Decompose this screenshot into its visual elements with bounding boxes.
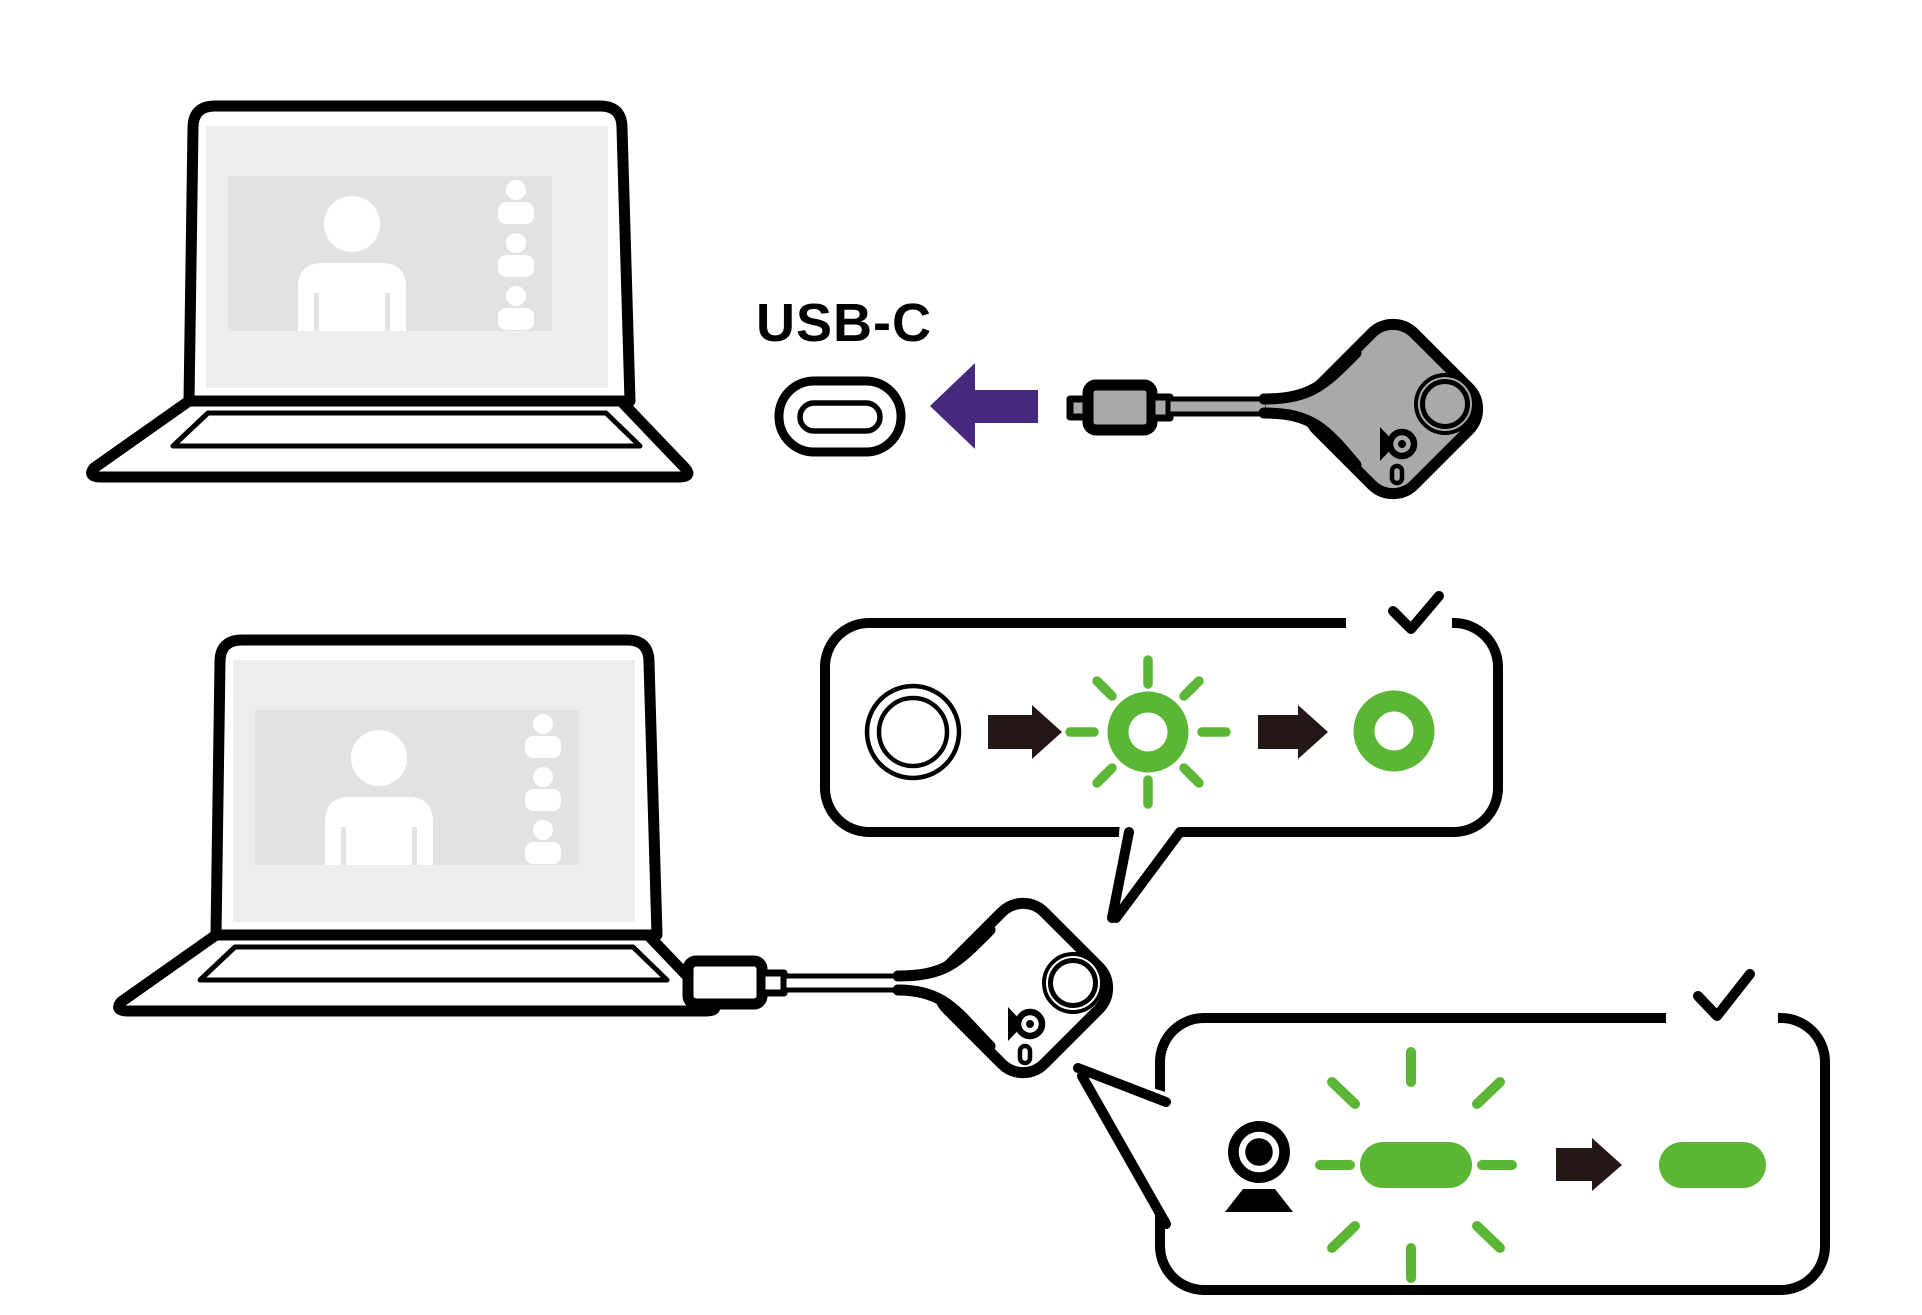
laptop-icon <box>119 640 715 1011</box>
led-ring-off <box>864 683 962 781</box>
laptop-icon <box>92 106 688 477</box>
camera-led-solid-green <box>1659 1142 1766 1188</box>
arrow-right-icon <box>1258 705 1328 759</box>
callout-button-led <box>820 591 1503 924</box>
dongle-cable <box>1165 396 1271 417</box>
camera-led-blinking-green <box>1315 1047 1517 1283</box>
usb-c-port-icon <box>774 376 906 457</box>
led-bar-icon <box>1389 463 1405 486</box>
led-bar-icon <box>1017 1043 1033 1066</box>
callout-camera-led <box>1068 969 1830 1295</box>
arrow-right-icon <box>988 705 1062 759</box>
usb-c-port-label: USB-C <box>756 293 932 353</box>
checkmark-icon <box>1388 591 1444 634</box>
insert-arrow-icon <box>930 363 1038 449</box>
led-ring-blinking-green <box>1065 655 1231 809</box>
webcam-icon <box>1225 1121 1293 1212</box>
dongle-cable <box>781 973 909 993</box>
camera-logo-icon <box>1008 1007 1046 1041</box>
led-ring-solid-green <box>1353 690 1435 772</box>
camera-logo-icon <box>1380 427 1418 461</box>
arrow-right-icon <box>1556 1138 1622 1191</box>
presenter-dongle-gray <box>1066 318 1484 500</box>
presenter-dongle-white <box>682 897 1114 1079</box>
usb-c-connector-icon <box>682 955 768 1010</box>
checkmark-icon <box>1693 969 1755 1021</box>
